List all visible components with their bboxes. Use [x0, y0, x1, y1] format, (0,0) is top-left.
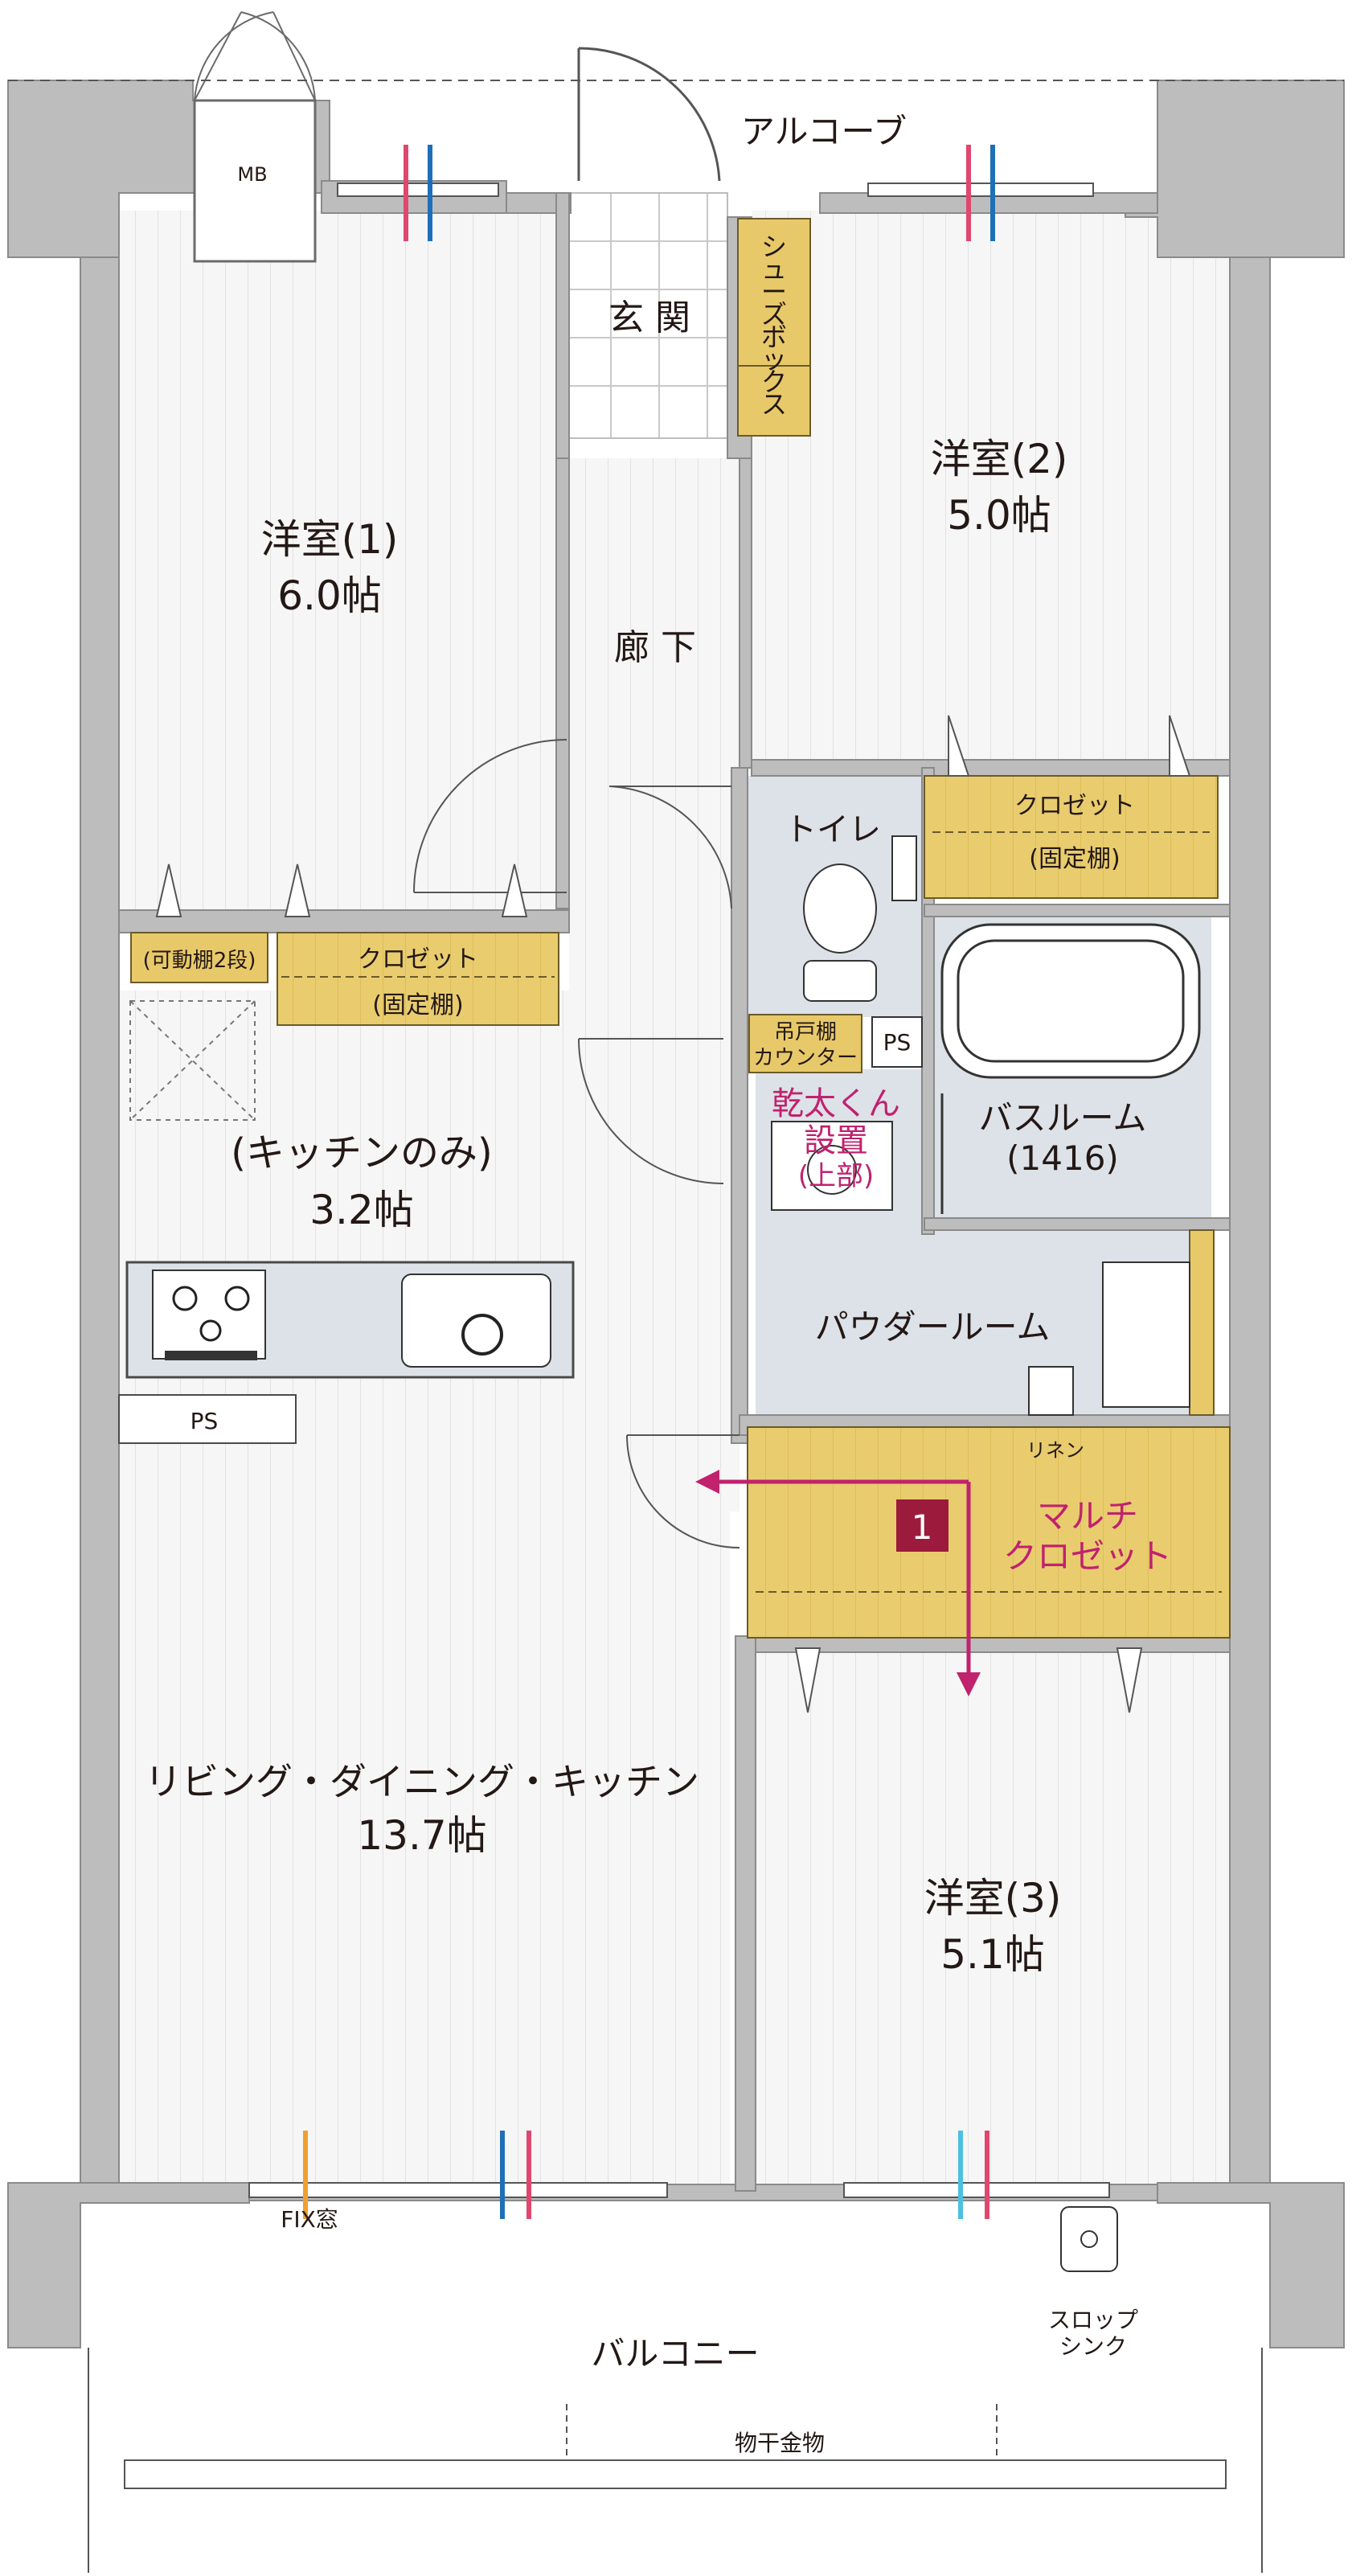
washer-area	[771, 1121, 893, 1211]
shoe-box	[737, 218, 811, 437]
bathroom-size: (1416)	[1006, 1138, 1119, 1178]
ldk-floor	[119, 1433, 730, 2184]
bathroom-name: バスルーム	[979, 1098, 1147, 1138]
svg-text:ク: ク	[761, 367, 787, 397]
alcove-label: アルコーブ	[741, 112, 907, 151]
bathtub	[940, 923, 1201, 1214]
closet2-label: クロゼット	[1014, 792, 1135, 820]
ldk-size: 13.7帖	[357, 1812, 486, 1859]
multi-closet-label-1: マルチ	[1037, 1496, 1138, 1536]
svg-text:シ: シ	[761, 232, 787, 262]
kanta-label-3: (上部)	[798, 1160, 875, 1192]
toilet-label: トイレ	[785, 811, 881, 848]
entrance-tiles	[568, 192, 728, 439]
toilet-door[interactable]	[608, 786, 732, 909]
ps-box-toilet	[871, 1016, 923, 1068]
kitchen-counter	[118, 1261, 575, 1444]
multi-closet	[747, 1426, 1231, 1639]
doors	[413, 739, 740, 1548]
closet1-shelf-label: (固定棚)	[372, 991, 463, 1019]
ps-label-kitchen: PS	[191, 1408, 219, 1434]
closet1-label: クロゼット	[358, 945, 478, 974]
svg-text:ュ: ュ	[761, 254, 787, 285]
closet2-shelf-label: (固定棚)	[1029, 845, 1120, 873]
ps-label-toilet: PS	[883, 1029, 912, 1056]
room1-closet	[277, 932, 559, 1026]
pipes	[303, 145, 995, 2219]
multi-closet-label-2: クロゼット	[1003, 1536, 1172, 1576]
marker-badge	[896, 1499, 948, 1552]
kitchen-size-label: 3.2帖	[309, 1187, 414, 1233]
room3-floor	[756, 1650, 1230, 2184]
storage-units	[130, 218, 1231, 1639]
fix-window-label: FIX窓	[281, 2206, 338, 2233]
svg-text:ッ: ッ	[761, 344, 787, 375]
balcony-label: バルコニー	[591, 2334, 759, 2373]
kanta-label-1: 乾太くん	[772, 1085, 900, 1122]
route-marker	[707, 1479, 971, 1680]
marker-number: 1	[912, 1507, 933, 1547]
room1-floor	[119, 211, 569, 918]
room2-floor	[752, 211, 1230, 765]
shoe-box-label: シ ュ ー ズ ボ ッ ク ス	[761, 232, 787, 420]
entrance-floor	[569, 193, 738, 438]
toilet-fixture	[803, 835, 917, 1002]
powder-room-label: パウダールーム	[815, 1307, 1051, 1347]
mb-doors	[194, 11, 316, 101]
entrance-label: 玄 関	[608, 297, 690, 338]
hanging-cabinet-label-1: 吊戸棚	[774, 1020, 837, 1044]
corridor-label: 廊 下	[614, 627, 696, 668]
balcony-floor	[96, 2235, 1254, 2508]
kitchen-only-label: (キッチンのみ)	[231, 1130, 492, 1175]
balcony-rail	[88, 2348, 1263, 2573]
vanity	[1028, 1261, 1190, 1416]
room3-name: 洋室(3)	[924, 1875, 1062, 1922]
mb-box	[193, 99, 317, 263]
room2-size: 5.0帖	[947, 492, 1051, 539]
room1-name: 洋室(1)	[261, 516, 399, 563]
kitchen-hatch	[129, 1000, 256, 1121]
movable-shelf-label: (可動棚2段)	[143, 949, 256, 973]
closet-doors	[155, 715, 1191, 1713]
svg-text:ボ: ボ	[761, 322, 787, 352]
powder-shelf	[1189, 1229, 1215, 1416]
slop-sink-label-1: スロップ	[1048, 2307, 1138, 2333]
room2-name: 洋室(2)	[931, 436, 1068, 482]
room1-door[interactable]	[413, 739, 567, 893]
drying-rack-label: 物干金物	[735, 2430, 825, 2456]
ldk-name: リビング・ダイニング・キッチン	[145, 1760, 699, 1803]
slop-sink	[1060, 2206, 1118, 2272]
movable-shelf	[130, 932, 268, 983]
ldk-door[interactable]	[626, 1434, 740, 1548]
room1-size: 6.0帖	[277, 572, 382, 619]
slop-sink-label-2: シンク	[1059, 2333, 1127, 2360]
linen-label: リネン	[1026, 1439, 1084, 1462]
windows	[248, 183, 1110, 2198]
svg-text:ス: ス	[761, 389, 787, 420]
hanging-cabinet	[748, 1014, 862, 1073]
mb-label: MB	[237, 163, 267, 186]
hanging-cabinet-label-2: カウンター	[753, 1046, 858, 1070]
entrance-door[interactable]	[577, 47, 721, 182]
svg-text:ズ: ズ	[761, 299, 787, 330]
svg-text:ー: ー	[761, 277, 787, 307]
room1b-door[interactable]	[578, 1038, 724, 1184]
kanta-label-2: 設置	[804, 1122, 868, 1159]
room3-size: 5.1帖	[940, 1931, 1045, 1978]
room2-closet	[924, 775, 1219, 899]
